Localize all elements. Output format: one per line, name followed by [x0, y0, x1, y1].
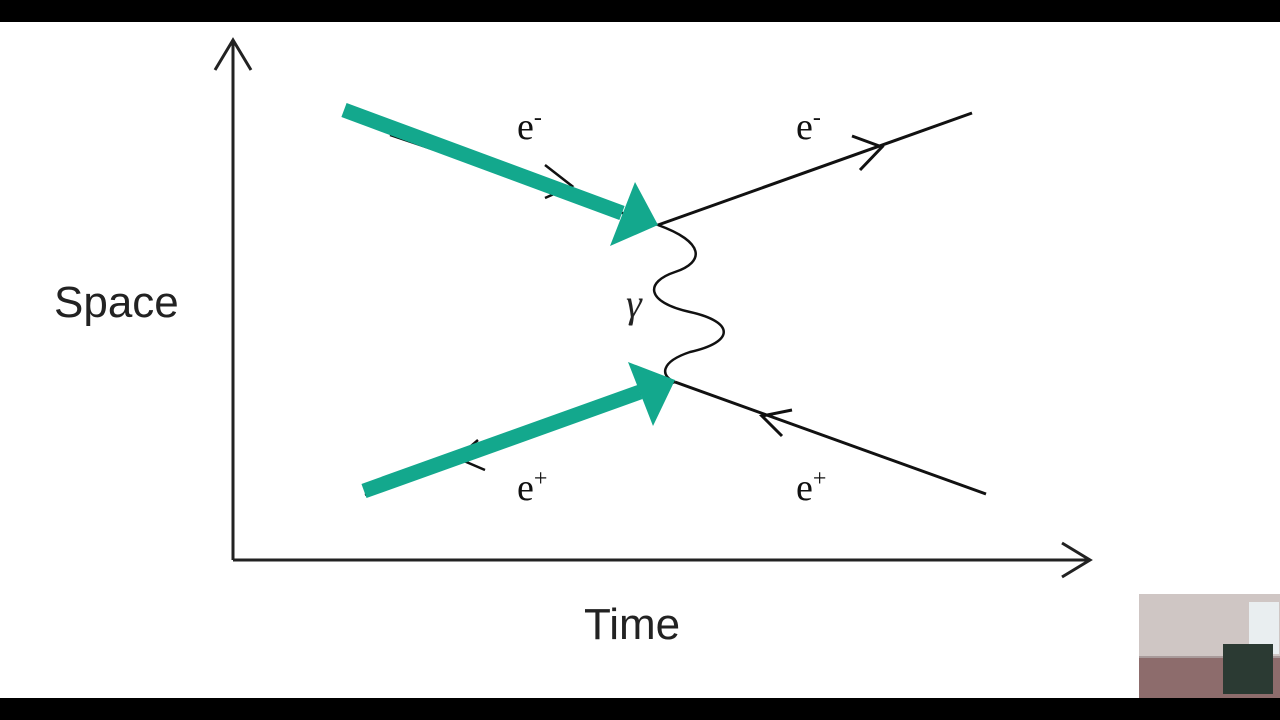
electron-in-label: e-	[517, 105, 542, 148]
photon-wavy-line	[653, 223, 725, 384]
electron-out-label: e-	[796, 105, 821, 148]
slide-canvas	[0, 22, 1280, 698]
highlight-arrow-positron	[361, 362, 675, 499]
time-axis-label: Time	[584, 600, 681, 649]
webcam-board	[1223, 644, 1273, 694]
photon-label: γ	[626, 281, 642, 326]
time-axis	[233, 541, 1093, 579]
webcam-overlay	[1139, 594, 1280, 698]
positron-out-line	[674, 380, 987, 496]
space-axis	[213, 37, 253, 560]
electron-out-line	[657, 111, 973, 227]
highlight-arrow-electron	[341, 102, 658, 246]
positron-in-label: e+	[517, 466, 548, 509]
space-axis-label: Space	[54, 278, 179, 327]
positron-out-label: e+	[796, 466, 827, 509]
